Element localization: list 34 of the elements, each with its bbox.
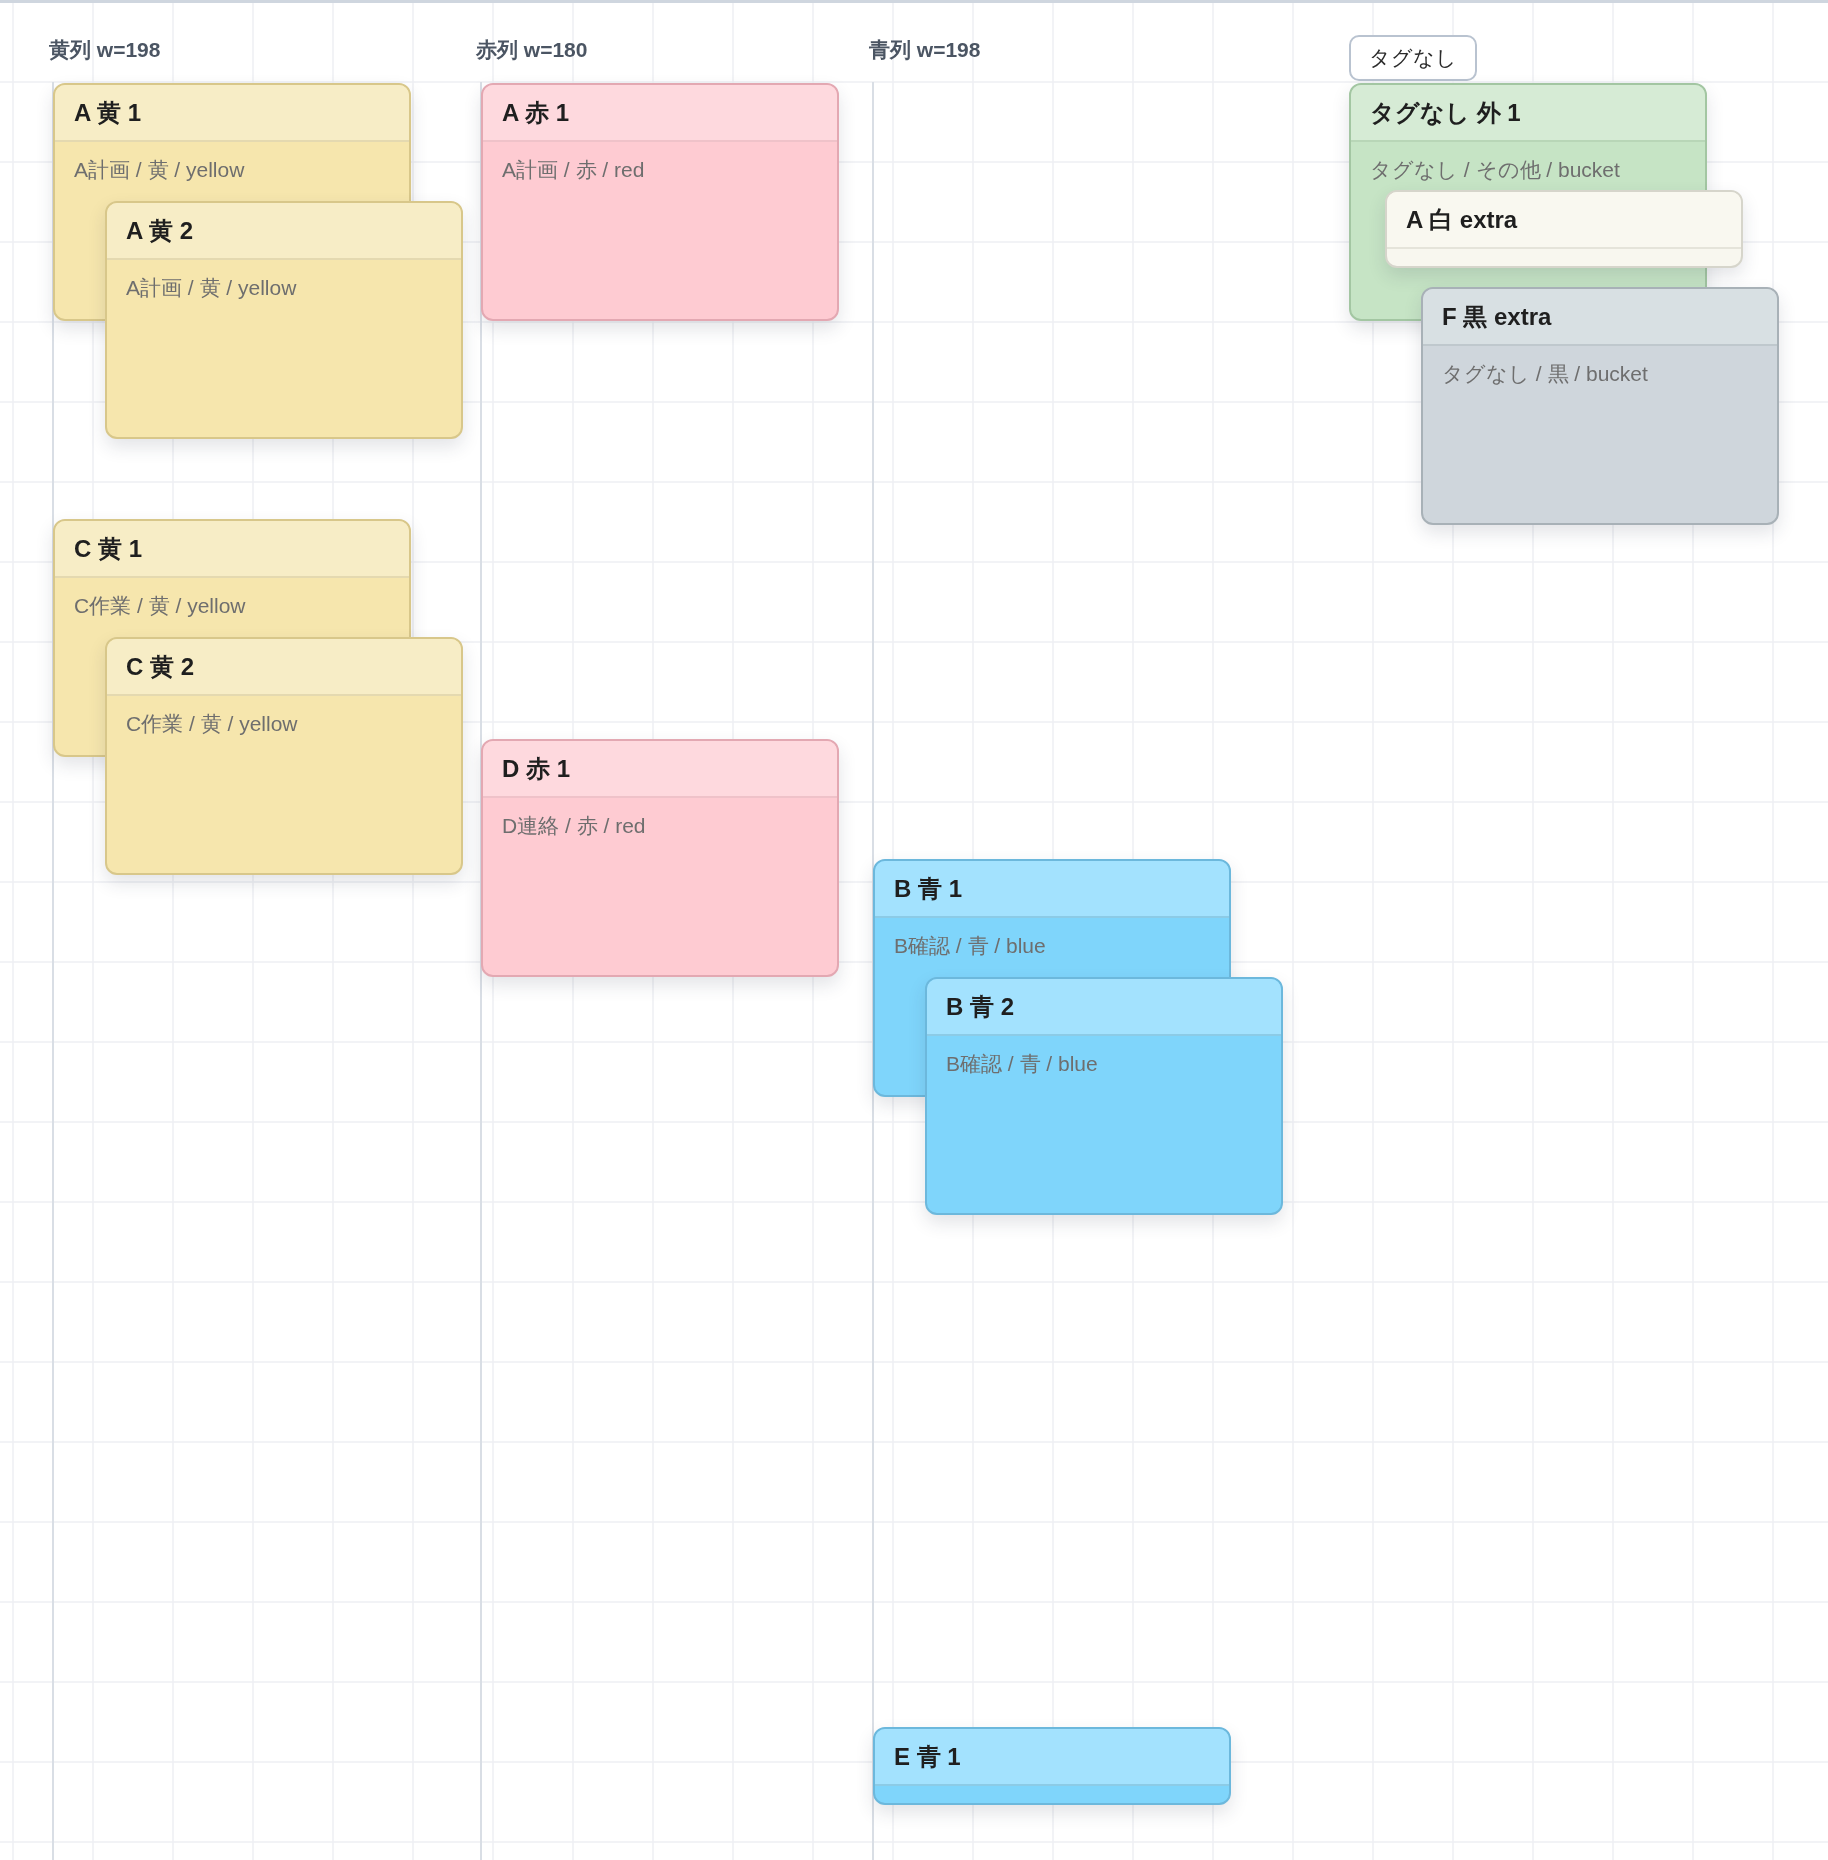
note-card <box>873 1727 1231 1805</box>
card-text: A計画 / 黄 / yellow <box>74 157 245 182</box>
card-text: タグなし / その他 / bucket <box>1370 157 1620 182</box>
card-text: タグなし / 黒 / bucket <box>1442 361 1648 386</box>
card-title: B 青 2 <box>946 992 1014 1021</box>
column-heading: 赤列 w=180 <box>476 37 588 63</box>
card-text: D連絡 / 赤 / red <box>502 813 646 838</box>
card-title: A 赤 1 <box>502 98 570 127</box>
card-title: F 黒 extra <box>1442 302 1552 331</box>
card-title: C 黄 2 <box>126 652 194 681</box>
card-title: A 黄 1 <box>74 98 142 127</box>
card-text: C作業 / 黄 / yellow <box>74 593 246 618</box>
card-title: D 赤 1 <box>502 754 570 783</box>
card-text: A計画 / 赤 / red <box>502 157 645 182</box>
card-title: タグなし 外 1 <box>1370 98 1521 127</box>
column-tag: タグなし <box>1349 35 1477 81</box>
note-card <box>1421 287 1779 525</box>
card-text: B確認 / 青 / blue <box>946 1051 1098 1076</box>
note-card <box>925 977 1283 1215</box>
card-title: B 青 1 <box>894 874 962 903</box>
column-heading: 青列 w=198 <box>869 37 981 63</box>
card-title: C 黄 1 <box>74 534 142 563</box>
card-text: C作業 / 黄 / yellow <box>126 711 298 736</box>
note-card <box>105 637 463 875</box>
card-text: A計画 / 黄 / yellow <box>126 275 297 300</box>
card-title: E 青 1 <box>894 1742 961 1771</box>
card-title: A 黄 2 <box>126 216 194 245</box>
note-card <box>105 201 463 439</box>
column-heading: 黄列 w=198 <box>49 37 161 63</box>
note-card <box>481 83 839 321</box>
note-card <box>481 739 839 977</box>
note-card <box>1385 190 1743 268</box>
card-text: B確認 / 青 / blue <box>894 933 1046 958</box>
card-title: A 白 extra <box>1406 205 1518 234</box>
